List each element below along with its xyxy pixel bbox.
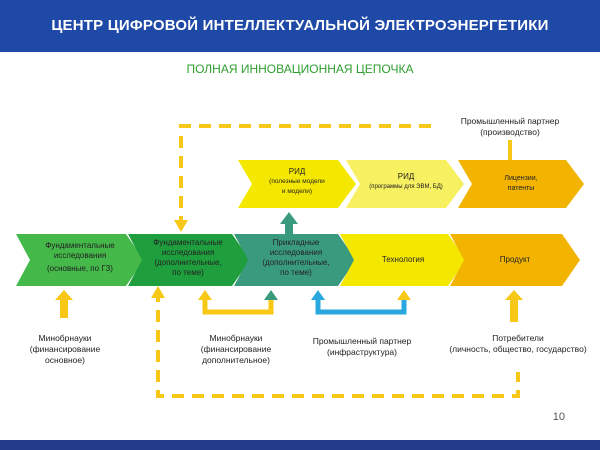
fb-line-3: (основные, по ГЗ): [47, 264, 113, 273]
fa-line-1: Фундаментальные: [153, 238, 223, 247]
arrow-head-minobr-additional-right: [264, 290, 278, 300]
fb-line-1: Фундаментальные: [45, 241, 115, 250]
arrow-stem-minobr-basic: [60, 300, 68, 318]
rid-models-line-1: (полезные модели: [269, 178, 325, 185]
chevron-licenses: [458, 160, 584, 208]
header-bar: ЦЕНТР ЦИФРОВОЙ ИНТЕЛЛЕКТУАЛЬНОЙ ЭЛЕКТРОЭ…: [0, 0, 600, 52]
minobr-basic-line-2: (финансирование: [29, 344, 101, 354]
label-rid-programs: РИД (программы для ЭВМ, БД): [356, 172, 456, 192]
consumers-line-1: Потребители: [492, 333, 544, 343]
ar-line-2: исследования: [269, 248, 323, 257]
fb-line-2: исследования: [53, 251, 107, 260]
chevron-fundamental-basic: [16, 234, 144, 286]
label-fundamental-additional: Фундаментальные исследования (дополнител…: [136, 238, 240, 278]
label-technology: Технология: [350, 255, 456, 265]
minobr-basic-line-3: основное): [45, 355, 85, 365]
chevron-applied-research: [234, 234, 356, 286]
rid-title: РИД: [288, 167, 306, 176]
label-licenses: Лицензии, патенты: [468, 174, 574, 194]
minobr-additional-line-3: дополнительное): [202, 355, 270, 365]
page-title: ЦЕНТР ЦИФРОВОЙ ИНТЕЛЛЕКТУАЛЬНОЙ ЭЛЕКТРОЭ…: [51, 17, 549, 34]
minobr-additional-line-2: (финансирование: [200, 344, 272, 354]
teal-arrow-stem: [285, 224, 293, 234]
rid-title: РИД: [397, 172, 415, 181]
bracket-partner-infra: [315, 300, 407, 315]
ar-line-3: (дополнительные,: [262, 258, 330, 267]
partner-production-line-2: (производство): [480, 127, 540, 137]
dashed-feedback-top: [179, 124, 438, 228]
arrow-head-consumers: [505, 290, 523, 300]
dashed-arrowhead-top: [174, 220, 188, 232]
licenses-line-1: Лицензии,: [504, 175, 538, 182]
consumers-line-2: (личность, общество, государство): [449, 344, 587, 354]
partner-production-line-1: Промышленный партнер: [460, 116, 560, 126]
rid-programs-line-1: (программы для ЭВМ, БД): [369, 184, 443, 190]
label-fundamental-basic: Фундаментальные исследования (основные, …: [26, 241, 134, 274]
product-text: Продукт: [499, 255, 531, 264]
arrow-head-partner-infra-right: [397, 290, 411, 300]
minobr-additional-line-1: Минобрнауки: [209, 333, 263, 343]
arrow-head-partner-infra-left: [311, 290, 325, 300]
diagram-subtitle: ПОЛНАЯ ИННОВАЦИОННАЯ ЦЕПОЧКА: [186, 62, 414, 76]
label-partner-infra: Промышленный партнер (инфраструктура): [305, 336, 419, 358]
fa-line-2: исследования: [161, 248, 215, 257]
chevron-fundamental-additional: [128, 234, 250, 286]
dashed-arrowhead-bottom: [151, 286, 165, 298]
fa-line-4: по теме): [172, 268, 204, 277]
chevron-product: [450, 234, 580, 286]
partner-infra-line-2: (инфраструктура): [327, 347, 397, 357]
label-product: Продукт: [460, 255, 570, 265]
arrow-stem-consumers: [510, 300, 518, 322]
chevron-technology: [340, 234, 466, 286]
footer-bar: [0, 440, 600, 450]
label-minobr-basic: Минобрнауки (финансирование основное): [20, 333, 110, 366]
minobr-basic-line-1: Минобрнауки: [38, 333, 92, 343]
technology-text: Технология: [381, 255, 425, 264]
teal-arrow-head: [280, 212, 298, 224]
ar-line-4: по теме): [280, 268, 312, 277]
dashed-feedback-bottom: [156, 290, 520, 398]
arrow-head-minobr-additional-left: [198, 290, 212, 300]
label-rid-models: РИД (полезные модели и модели): [248, 167, 346, 197]
label-minobr-additional: Минобрнауки (финансирование дополнительн…: [186, 333, 286, 366]
chevron-rid-programs: [346, 160, 464, 208]
page-number: 10: [552, 411, 565, 423]
label-partner-production: Промышленный партнер (производство): [455, 116, 565, 138]
arrow-head-minobr-basic: [55, 290, 73, 300]
chevron-rid-models: [238, 160, 356, 208]
partner-infra-line-1: Промышленный партнер: [312, 336, 412, 346]
bracket-minobr-additional: [202, 300, 274, 315]
label-applied-research: Прикладные исследования (дополнительные,…: [244, 238, 348, 278]
label-consumers: Потребители (личность, общество, государ…: [448, 333, 588, 355]
licenses-line-2: патенты: [507, 185, 535, 192]
rid-models-line-2: и модели): [281, 188, 313, 195]
fa-line-3: (дополнительные,: [154, 258, 222, 267]
ar-line-1: Прикладные: [272, 238, 320, 247]
